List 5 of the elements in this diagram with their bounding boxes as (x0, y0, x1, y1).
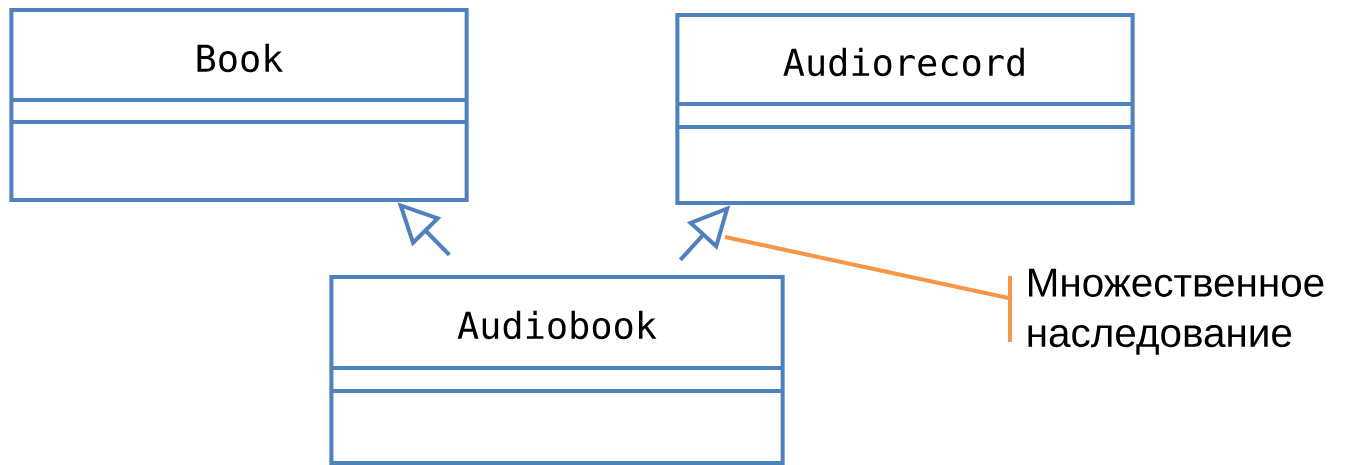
class-box: Book (9, 7, 469, 203)
class-box: Audiorecord (675, 12, 1135, 206)
class-box: Audiobook (329, 274, 785, 465)
note-text: Множественное наследование (1028, 268, 1324, 355)
leader-line (724, 235, 1013, 301)
